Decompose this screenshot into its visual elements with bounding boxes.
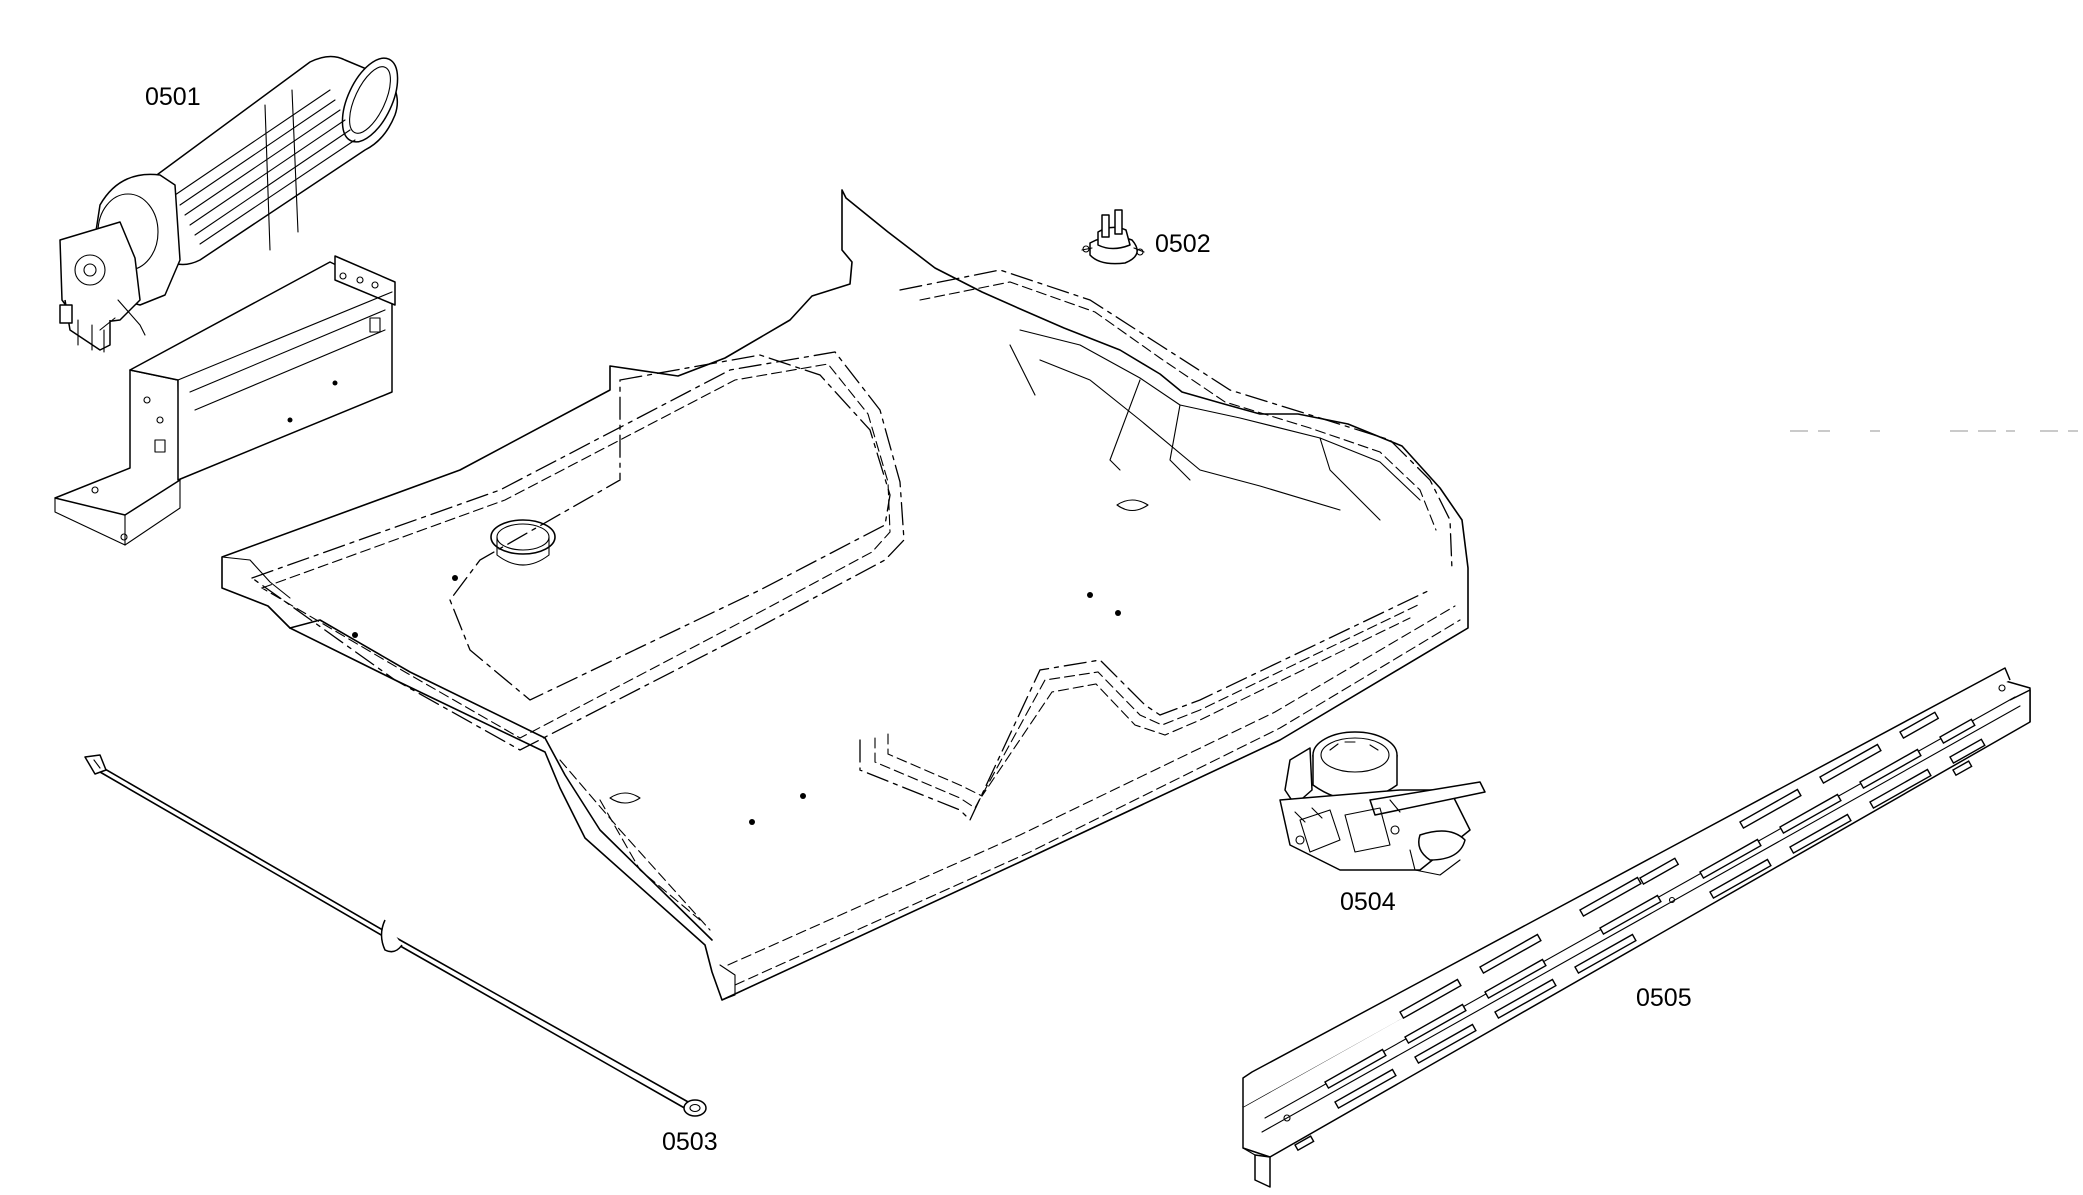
- ground-wire: [84, 754, 707, 1117]
- part-label-thermostat: 0502: [1155, 230, 1211, 258]
- thermostat: [1081, 209, 1145, 265]
- part-label-fan: 0501: [145, 83, 201, 111]
- vent-trim: [1242, 667, 2031, 1188]
- part-label-vent-trim: 0505: [1636, 984, 1692, 1012]
- fan-mounting-bracket: [54, 255, 396, 546]
- door-lock-motor: [1279, 731, 1486, 876]
- part-label-ground-wire: 0503: [662, 1128, 718, 1156]
- cross-flow-fan: [59, 55, 399, 353]
- part-label-door-lock: 0504: [1340, 888, 1396, 916]
- oven-cavity-bottom-panel: [221, 189, 1469, 1001]
